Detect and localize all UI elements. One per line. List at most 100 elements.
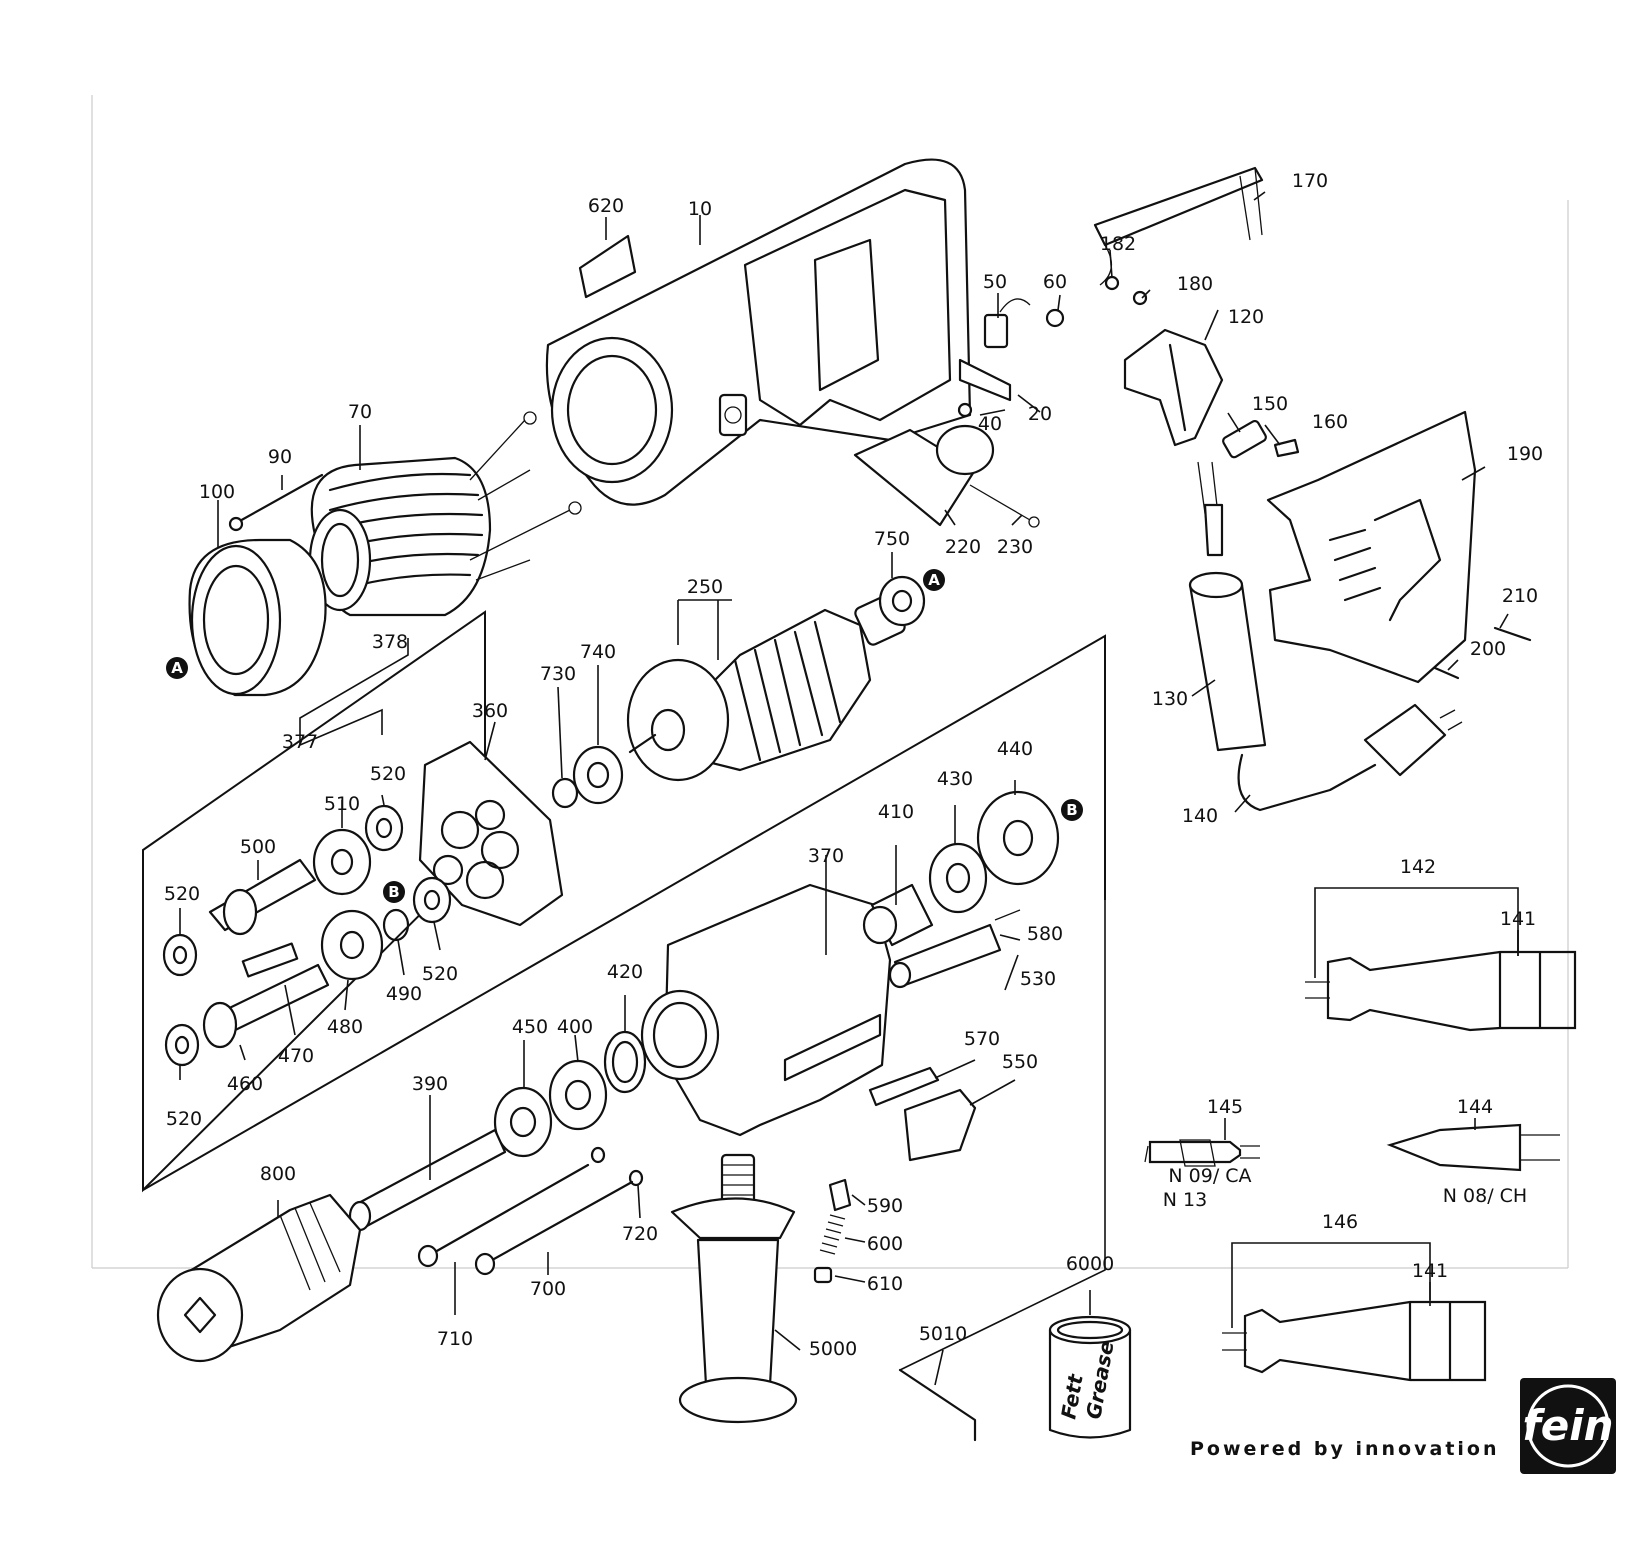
pinion-shaft-500 xyxy=(208,858,317,936)
label-70: 70 xyxy=(348,401,372,423)
air-guide-ring xyxy=(188,538,327,697)
handle-shell xyxy=(1266,410,1532,684)
plug-variant-144 xyxy=(1386,1123,1560,1172)
svg-text:B: B xyxy=(388,883,399,901)
label-710: 710 xyxy=(437,1328,473,1350)
bearing-400 xyxy=(548,1059,608,1131)
bearing-520-upper xyxy=(364,804,404,852)
label-500: 500 xyxy=(240,836,276,858)
label-520-mid: 520 xyxy=(422,963,458,985)
label-580: 580 xyxy=(1027,923,1063,945)
svg-text:fein: fein xyxy=(1522,1401,1613,1450)
suppressor-220 xyxy=(853,424,1040,528)
grease-can: Fett Grease xyxy=(1048,1315,1132,1439)
label-720: 720 xyxy=(622,1223,658,1245)
label-800: 800 xyxy=(260,1163,296,1185)
brand-area: Powered by innovation fein xyxy=(1190,1378,1616,1474)
label-450: 450 xyxy=(512,1016,548,1038)
stator xyxy=(308,411,582,617)
leader-lines xyxy=(179,191,1519,1386)
label-100: 100 xyxy=(199,481,235,503)
label-600: 600 xyxy=(867,1233,903,1255)
label-378: 378 xyxy=(372,631,408,653)
bearing-520-left-upper xyxy=(162,933,198,977)
label-230: 230 xyxy=(997,536,1033,558)
label-460: 460 xyxy=(227,1073,263,1095)
label-510: 510 xyxy=(324,793,360,815)
switch-assembly xyxy=(1093,166,1300,459)
label-590: 590 xyxy=(867,1195,903,1217)
plug-variant-146 xyxy=(1222,1242,1487,1382)
ref-tag-a-left: A xyxy=(166,657,188,679)
cable-sleeve xyxy=(1188,461,1267,752)
lock-bolt-530 xyxy=(888,909,1021,989)
svg-text:A: A xyxy=(928,571,940,589)
pinion-shaft-460 xyxy=(202,963,330,1049)
label-190: 190 xyxy=(1507,443,1543,465)
sleeve-410 xyxy=(862,883,934,947)
screw-710 xyxy=(417,1163,590,1268)
drill-chuck xyxy=(156,1193,362,1363)
part-labels: 10 20 40 50 60 70 90 100 120 130 140 141… xyxy=(164,170,1543,1360)
brush-holder xyxy=(957,298,1065,418)
spindle-390 xyxy=(348,1128,507,1232)
label-470: 470 xyxy=(278,1045,314,1067)
bearing-520-left-lower xyxy=(164,1023,200,1067)
label-5000: 5000 xyxy=(809,1338,857,1360)
disc-450 xyxy=(493,1086,553,1158)
gear-440 xyxy=(976,790,1060,886)
label-520-left: 520 xyxy=(164,883,200,905)
label-430: 430 xyxy=(937,768,973,790)
label-210: 210 xyxy=(1502,585,1538,607)
bearing-420 xyxy=(603,1030,647,1094)
spring-set-590-610 xyxy=(813,1178,852,1284)
label-200: 200 xyxy=(1470,638,1506,660)
variant-n13: N 13 xyxy=(1163,1189,1207,1211)
variant-n08-ch: N 08/ CH xyxy=(1443,1185,1527,1207)
label-740: 740 xyxy=(580,641,616,663)
label-490: 490 xyxy=(386,983,422,1005)
label-141-upper: 141 xyxy=(1500,908,1536,930)
ref-tag-b-right: B xyxy=(1061,799,1083,821)
key-470 xyxy=(241,942,299,978)
label-10: 10 xyxy=(688,198,712,220)
label-146: 146 xyxy=(1322,1211,1358,1233)
svg-text:A: A xyxy=(171,659,183,677)
fein-logo: fein xyxy=(1520,1378,1616,1474)
label-530: 530 xyxy=(1020,968,1056,990)
label-141-lower: 141 xyxy=(1412,1260,1448,1282)
label-plate xyxy=(578,234,637,299)
bearing-740 xyxy=(572,745,624,805)
bearing-750 xyxy=(878,575,926,627)
label-550: 550 xyxy=(1002,1051,1038,1073)
bearing-430 xyxy=(928,842,988,914)
washer-720 xyxy=(590,1146,644,1187)
label-570: 570 xyxy=(964,1028,1000,1050)
label-120: 120 xyxy=(1228,306,1264,328)
label-150: 150 xyxy=(1252,393,1288,415)
label-700: 700 xyxy=(530,1278,566,1300)
label-440: 440 xyxy=(997,738,1033,760)
washer-490 xyxy=(382,908,410,942)
switch-button-550 xyxy=(903,1088,977,1162)
label-5010: 5010 xyxy=(919,1323,967,1345)
label-250: 250 xyxy=(687,576,723,598)
gear-housing-cover xyxy=(418,740,564,927)
label-750: 750 xyxy=(874,528,910,550)
label-370: 370 xyxy=(808,845,844,867)
label-360: 360 xyxy=(472,700,508,722)
label-140: 140 xyxy=(1182,805,1218,827)
label-40: 40 xyxy=(978,413,1002,435)
label-60: 60 xyxy=(1043,271,1067,293)
label-180: 180 xyxy=(1177,273,1213,295)
label-170: 170 xyxy=(1292,170,1328,192)
label-420: 420 xyxy=(607,961,643,983)
ref-tag-b-left: B xyxy=(383,881,405,903)
label-6000: 6000 xyxy=(1066,1253,1114,1275)
stator-bolt xyxy=(228,473,324,532)
brand-tagline: Powered by innovation xyxy=(1190,1438,1500,1460)
label-390: 390 xyxy=(412,1073,448,1095)
label-142: 142 xyxy=(1400,856,1436,878)
intermediate-gear-510 xyxy=(312,828,372,896)
label-730: 730 xyxy=(540,663,576,685)
